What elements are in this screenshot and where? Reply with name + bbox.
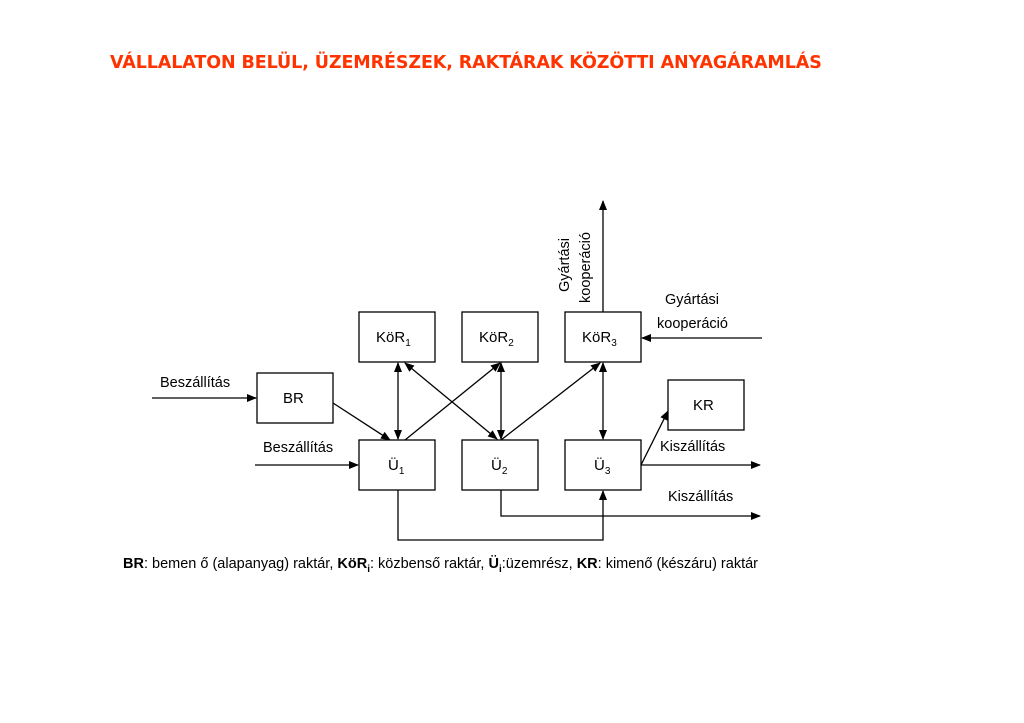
label-supply-u1: Beszállítás (263, 440, 333, 456)
label-coop-out-line2: kooperáció (578, 232, 594, 303)
arrow-kor1-u2 (404, 362, 498, 440)
svg-text:Ü1: Ü1 (388, 456, 405, 477)
legend-kr-key: KR (576, 556, 598, 572)
legend-u-desc: :üzemrész, (501, 556, 577, 572)
box-kor3: KöR3 (564, 311, 642, 363)
slide-title: VÁLLALATON BELÜL, ÜZEMRÉSZEK, RAKTÁRAK K… (110, 53, 822, 73)
legend-br-key: BR (123, 556, 144, 572)
box-br: BR (256, 372, 334, 424)
label-coop-in-line1: Gyártási (665, 292, 719, 308)
box-u2: Ü2 (461, 439, 539, 491)
box-kor1: KöR1 (358, 311, 436, 363)
box-u3: Ü3 (564, 439, 642, 491)
svg-text:KöR2: KöR2 (479, 329, 514, 349)
legend-kor-key: KöRi (337, 556, 370, 575)
legend-br-desc: : bemen ő (alapanyag) raktár, (143, 556, 338, 572)
label-coop-out-line1: Gyártási (557, 238, 573, 292)
svg-text:KR: KR (693, 397, 714, 414)
box-kr: KR (667, 379, 745, 431)
label-shipping-bottom: Kiszállítás (668, 489, 733, 505)
diagram-legend: BR: bemen ő (alapanyag) raktár, KöRi: kö… (123, 556, 758, 575)
arrow-br-u1 (332, 402, 391, 441)
svg-text:BR: BR (283, 390, 304, 407)
legend-kor-desc: : közbenső raktár, (370, 556, 489, 572)
label-supply-br: Beszállítás (160, 375, 230, 391)
label-shipping-u3: Kiszállítás (660, 439, 725, 455)
arrow-u3-kr (640, 410, 669, 466)
svg-text:KöR3: KöR3 (582, 329, 617, 349)
svg-text:Ü3: Ü3 (594, 456, 611, 477)
svg-text:KöR1: KöR1 (376, 329, 411, 349)
legend-u-key: Üi (488, 556, 502, 575)
arrow-u2-kor3 (500, 362, 601, 441)
box-kor2: KöR2 (461, 311, 539, 363)
label-coop-in-line2: kooperáció (657, 316, 728, 332)
box-u1: Ü1 (358, 439, 436, 491)
svg-text:Ü2: Ü2 (491, 456, 508, 477)
legend-kr-desc: : kimenő (készáru) raktár (597, 556, 758, 572)
arrow-u2-shipping (500, 490, 761, 520)
